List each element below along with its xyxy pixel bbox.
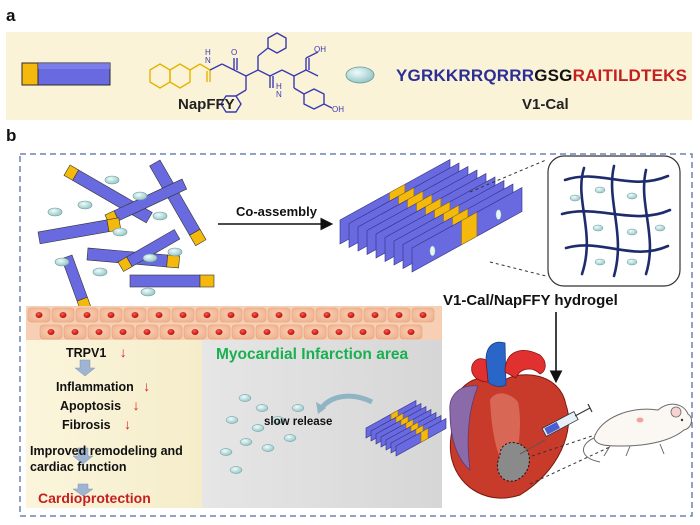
cell-nucleus [335, 329, 343, 335]
decrease-arrow-icon: ↓ [132, 397, 140, 413]
cell-nucleus [383, 329, 391, 335]
step-trpv1-text: TRPV1 [66, 346, 107, 360]
myocardial-tissue-cells [26, 306, 442, 340]
cell-nucleus [299, 312, 307, 318]
cell-nucleus [395, 312, 403, 318]
outcome-line-1: Improved remodeling and [30, 444, 183, 458]
cell-nucleus [323, 312, 331, 318]
panel-b-letter: b [6, 126, 17, 145]
v1cal-drug-symbol [345, 66, 375, 84]
free-nanofibers-and-drugs [37, 159, 215, 311]
sequence-part-cpp: YGRKKRRQRRR [396, 66, 535, 85]
zoom-line-bottom [489, 261, 547, 277]
cell-nucleus [167, 329, 175, 335]
cell-nucleus [35, 312, 43, 318]
cell-nucleus [215, 329, 223, 335]
fiber-sheet-core [461, 211, 478, 246]
cell-nucleus [371, 312, 379, 318]
cascade-arrows [72, 359, 96, 497]
peptide-sequence: YGRKKRRQRRRGSGRAITILDTEKS [396, 66, 687, 86]
napffy-chemical-structure [149, 32, 333, 113]
slow-release-arrowhead [316, 402, 326, 414]
cell-nucleus [407, 329, 415, 335]
cell-nucleus [239, 329, 247, 335]
cell-nucleus [95, 329, 103, 335]
panel-a-letter: a [6, 6, 16, 25]
cell-nucleus [179, 312, 187, 318]
cell-nucleus [203, 312, 211, 318]
cell-nucleus [287, 329, 295, 335]
cell-nucleus [191, 329, 199, 335]
cell-nucleus [311, 329, 319, 335]
heart-illustration [449, 341, 570, 499]
assembled-fiber-stack [339, 158, 523, 273]
nanofiber-rod-symbol [21, 62, 111, 86]
cell-nucleus [107, 312, 115, 318]
cell-nucleus [119, 329, 127, 335]
decrease-arrow-icon: ↓ [119, 344, 127, 360]
zoom-line-top [469, 159, 547, 193]
outcome-line-2: cardiac function [30, 460, 127, 474]
cell-nucleus [143, 329, 151, 335]
cell-nucleus [347, 312, 355, 318]
amide-h-1: H [205, 48, 211, 57]
step-apoptosis-text: Apoptosis [60, 399, 122, 413]
cell-nucleus [275, 312, 283, 318]
amide-n-2: N [276, 90, 282, 99]
embedded-drug [495, 209, 502, 220]
cell-nucleus [83, 312, 91, 318]
cell-nucleus [227, 312, 235, 318]
step-fibrosis-text: Fibrosis [62, 418, 111, 432]
carbonyl-o: O [231, 48, 238, 57]
effects-panel-background [26, 340, 202, 508]
step-trpv1: TRPV1 ↓ [66, 344, 127, 360]
acid-oh: OH [314, 45, 326, 54]
step-apoptosis: Apoptosis ↓ [60, 397, 140, 413]
decrease-arrow-icon: ↓ [124, 416, 132, 432]
cell-nucleus [359, 329, 367, 335]
cell-nucleus [419, 312, 427, 318]
cardioprotection-label: Cardioprotection [38, 490, 151, 506]
amide-h-2: H [276, 82, 282, 91]
cell-nucleus [263, 329, 271, 335]
rat-illustration [583, 403, 692, 463]
napffy-label: NapFFY [178, 96, 235, 113]
embedded-drug [429, 245, 436, 257]
slow-release-label: slow release [264, 416, 333, 428]
cell-nucleus [131, 312, 139, 318]
v1cal-label: V1-Cal [522, 96, 569, 113]
step-inflammation-text: Inflammation [56, 380, 134, 394]
sequence-part-v1: RAITILDTEKS [572, 66, 688, 85]
fiber-sheet-core [420, 427, 429, 443]
phenol-oh: OH [332, 105, 344, 114]
depot-fiber-stack [365, 399, 447, 457]
hydrogel-label: V1-Cal/NapFFY hydrogel [443, 292, 618, 309]
coassembly-label: Co-assembly [236, 204, 317, 219]
cell-nucleus [251, 312, 259, 318]
hydrogel-network-inset [547, 155, 681, 287]
cell-nucleus [155, 312, 163, 318]
amide-n-1: N [205, 56, 211, 65]
cell-nucleus [59, 312, 67, 318]
decrease-arrow-icon: ↓ [143, 378, 151, 394]
infarct-area-title: Myocardial Infarction area [216, 346, 409, 363]
released-drugs [219, 394, 305, 474]
step-fibrosis: Fibrosis ↓ [62, 416, 131, 432]
panel-b-frame [19, 153, 693, 517]
sequence-part-linker: GSG [534, 66, 573, 85]
syringe-icon [519, 403, 593, 455]
cell-nucleus [71, 329, 79, 335]
step-inflammation: Inflammation ↓ [56, 378, 150, 394]
cell-nucleus [47, 329, 55, 335]
heart-zoom-line-top [531, 419, 641, 457]
